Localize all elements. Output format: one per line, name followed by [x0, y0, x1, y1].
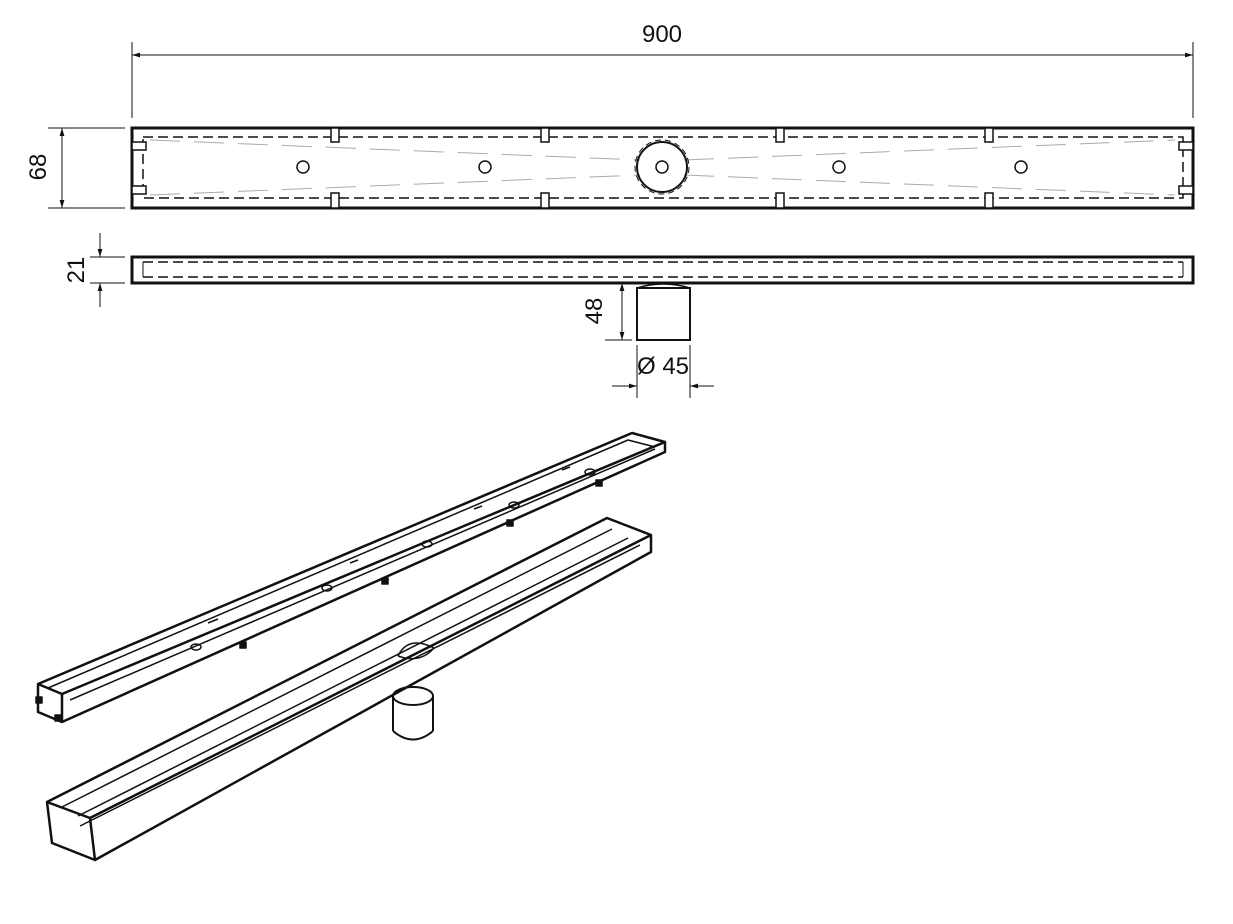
outlet-height-dimension: 48: [581, 283, 632, 341]
outlet-pipe: [636, 287, 691, 341]
length-label: 900: [642, 21, 682, 48]
isometric-channel-body: [45, 516, 653, 862]
height-label: 21: [63, 257, 90, 284]
width-dimension: 68: [25, 127, 125, 209]
outlet-height-label: 48: [581, 298, 608, 325]
outlet-diameter-label: Ø 45: [637, 353, 689, 380]
mounting-holes: [296, 160, 1028, 174]
width-label: 68: [25, 154, 52, 181]
height-dimension: 21: [63, 233, 125, 307]
outlet-hole: [397, 642, 435, 660]
top-view: [130, 126, 1195, 210]
isometric-grate-frame: [35, 431, 667, 724]
isometric-outlet-pipe: [392, 686, 434, 741]
side-view: [130, 255, 1195, 341]
length-dimension: 900: [131, 21, 1194, 118]
outlet-circle: [636, 141, 688, 193]
outlet-diameter-dimension: Ø 45: [612, 345, 714, 398]
